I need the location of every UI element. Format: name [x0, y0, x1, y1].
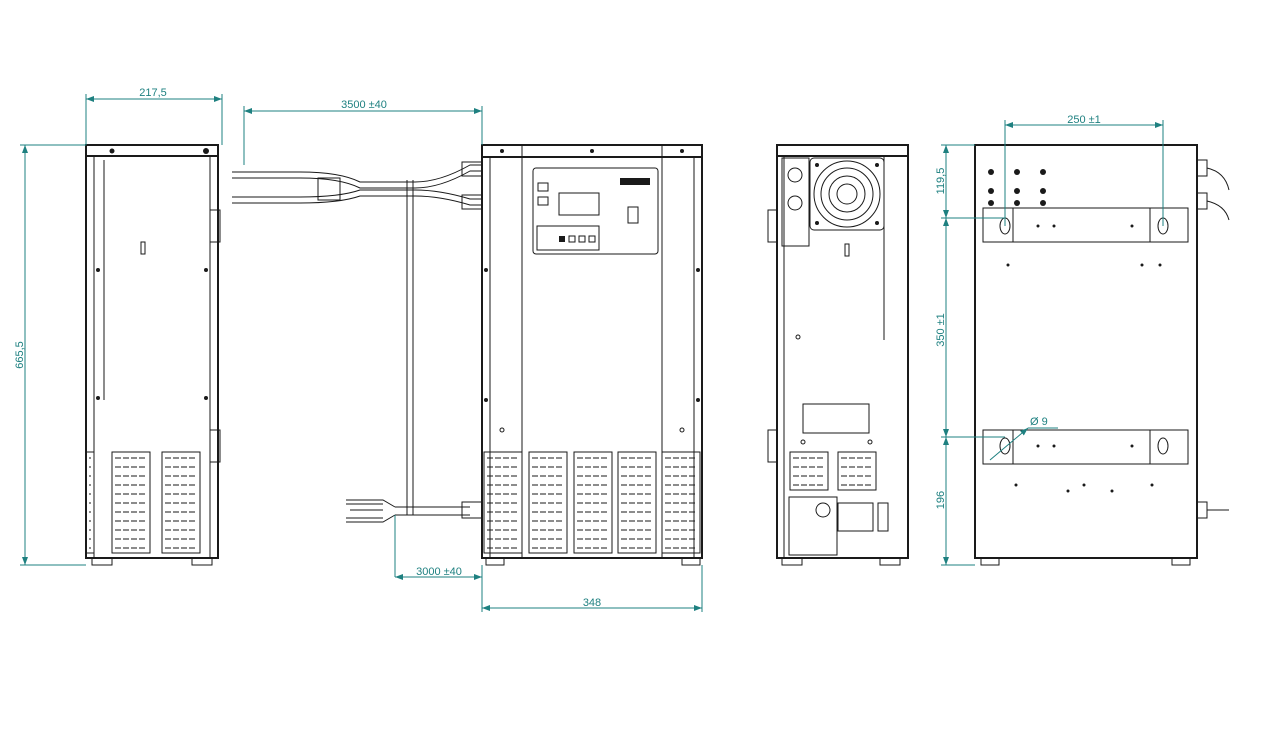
dim-side-depth: 217,5	[139, 87, 167, 99]
dim-bottom-offset: 196	[935, 491, 947, 509]
vent-grille	[85, 451, 201, 554]
brand-logo	[620, 178, 650, 185]
down-button[interactable]	[537, 196, 549, 206]
dim-top-offset: 119,5	[935, 168, 947, 195]
dim-cable-short: 3000 ±40	[416, 566, 462, 578]
control-panel	[532, 167, 659, 255]
dim-height: 665,5	[14, 341, 26, 369]
dim-vertical-spacing: 350 ±1	[935, 313, 947, 347]
vent-grille	[483, 451, 701, 554]
up-button[interactable]	[537, 182, 549, 192]
rating-plate	[802, 403, 870, 434]
dim-width: 348	[583, 597, 601, 609]
usb-port-icon	[627, 206, 639, 224]
cables	[232, 161, 483, 523]
dim-cable-long: 3500 ±40	[341, 99, 387, 111]
dim-hole-diameter: Ø 9	[1030, 416, 1048, 428]
mounting-view	[974, 144, 1230, 566]
side-view	[85, 144, 221, 566]
back-view	[767, 144, 909, 566]
dim-hole-spacing: 250 ±1	[1067, 114, 1101, 126]
vent-grille	[789, 451, 877, 491]
cooling-fan	[809, 157, 885, 231]
front-view	[481, 144, 703, 566]
display-screen	[558, 192, 600, 216]
dimension-labels: 217,5 3500 ±40 665,5 3000 ±40 348 250 ±1…	[14, 87, 1101, 609]
dimension-lines	[20, 94, 1164, 612]
